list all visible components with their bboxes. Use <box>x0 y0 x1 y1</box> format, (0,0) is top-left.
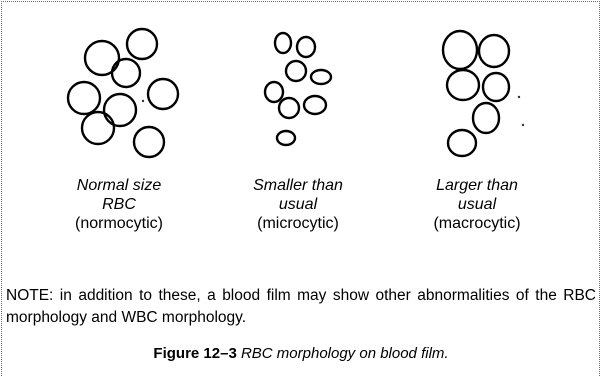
rbc-cell <box>311 70 331 84</box>
caption-line-2: usual <box>382 195 572 214</box>
rbc-cell <box>279 98 299 118</box>
rbc-cell <box>448 130 476 156</box>
caption-line-1: Normal size <box>24 176 214 195</box>
rbc-cell <box>275 33 291 53</box>
caption-line-3: (normocytic) <box>24 214 214 233</box>
macrocytic-cells-illustration <box>412 22 542 162</box>
figure-caption: Figure 12–3 RBC morphology on blood film… <box>0 345 602 362</box>
caption-line-3: (macrocytic) <box>382 214 572 233</box>
platelet-dot <box>518 96 520 98</box>
panel-microcytic: Smaller than usual (microcytic) <box>203 22 393 233</box>
panel-normocytic: Normal size RBC (normocytic) <box>24 22 214 233</box>
rbc-cell <box>304 96 326 114</box>
microcytic-cells-illustration <box>233 22 363 162</box>
rbc-cell <box>68 82 100 114</box>
rbc-cell <box>286 61 306 81</box>
platelet-dot <box>522 124 524 126</box>
microcytic-caption: Smaller than usual (microcytic) <box>203 176 393 233</box>
rbc-cell <box>104 94 136 126</box>
platelet-dot <box>142 100 144 102</box>
caption-line-3: (microcytic) <box>203 214 393 233</box>
rbc-cell <box>277 131 295 145</box>
rbc-cell <box>265 82 283 102</box>
rbc-cell <box>483 73 509 101</box>
rbc-cell <box>127 29 157 59</box>
caption-line-1: Larger than <box>382 176 572 195</box>
rbc-cell <box>148 79 178 109</box>
figure-title: RBC morphology on blood film. <box>241 345 449 362</box>
normocytic-caption: Normal size RBC (normocytic) <box>24 176 214 233</box>
caption-line-2: usual <box>203 195 393 214</box>
rbc-cell <box>85 41 119 75</box>
caption-line-1: Smaller than <box>203 176 393 195</box>
rbc-cell <box>297 37 315 57</box>
caption-line-2: RBC <box>24 195 214 214</box>
rbc-cell <box>473 103 499 133</box>
rbc-cell <box>479 35 509 67</box>
normocytic-cells-illustration <box>54 22 184 162</box>
figure-number: Figure 12–3 <box>153 345 236 362</box>
rbc-cell <box>443 31 477 69</box>
macrocytic-caption: Larger than usual (macrocytic) <box>382 176 572 233</box>
note-paragraph: NOTE: in addition to these, a blood film… <box>6 285 596 329</box>
rbc-cell <box>134 127 164 157</box>
rbc-cell <box>447 70 479 100</box>
panel-macrocytic: Larger than usual (macrocytic) <box>382 22 572 233</box>
rbc-cell <box>82 112 114 144</box>
rbc-cell <box>112 59 140 87</box>
